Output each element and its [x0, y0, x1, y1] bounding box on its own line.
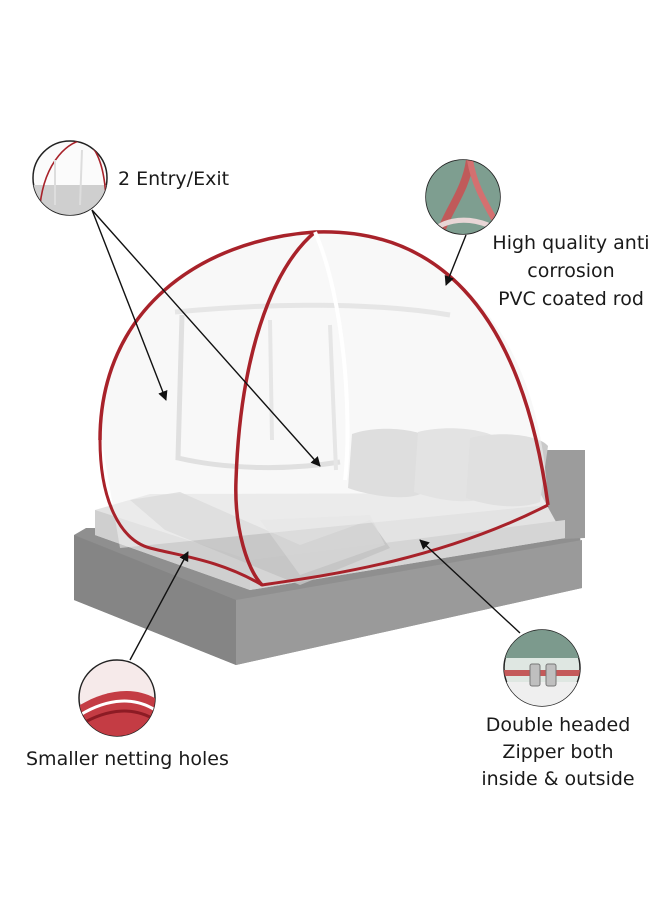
- zipper-thumbnail: [503, 629, 581, 707]
- callout-line: 2 Entry/Exit: [118, 168, 230, 190]
- callout-entry-exit: 2 Entry/Exit: [118, 166, 229, 193]
- callout-line: PVC coated rod: [498, 288, 644, 310]
- pvc-rod-thumbnail: [425, 159, 501, 235]
- callout-line: corrosion: [527, 260, 615, 282]
- netting-holes-thumbnail: [78, 659, 156, 737]
- callout-line: High quality anti: [492, 232, 650, 254]
- callout-line: Zipper both: [502, 741, 614, 763]
- callout-netting-holes: Smaller netting holes: [26, 746, 229, 773]
- entry-exit-thumbnail: [32, 140, 108, 216]
- callout-arrows: [91, 209, 521, 661]
- callout-line: Smaller netting holes: [26, 748, 229, 770]
- tent-trim-front: [234, 230, 317, 587]
- callout-pvc-rod: High quality anti corrosion PVC coated r…: [486, 229, 656, 313]
- callout-line: inside & outside: [481, 768, 635, 790]
- mosquito-net-tent: [98, 230, 550, 587]
- callout-zipper: Double headed Zipper both inside & outsi…: [478, 712, 638, 793]
- callout-line: Double headed: [485, 714, 631, 736]
